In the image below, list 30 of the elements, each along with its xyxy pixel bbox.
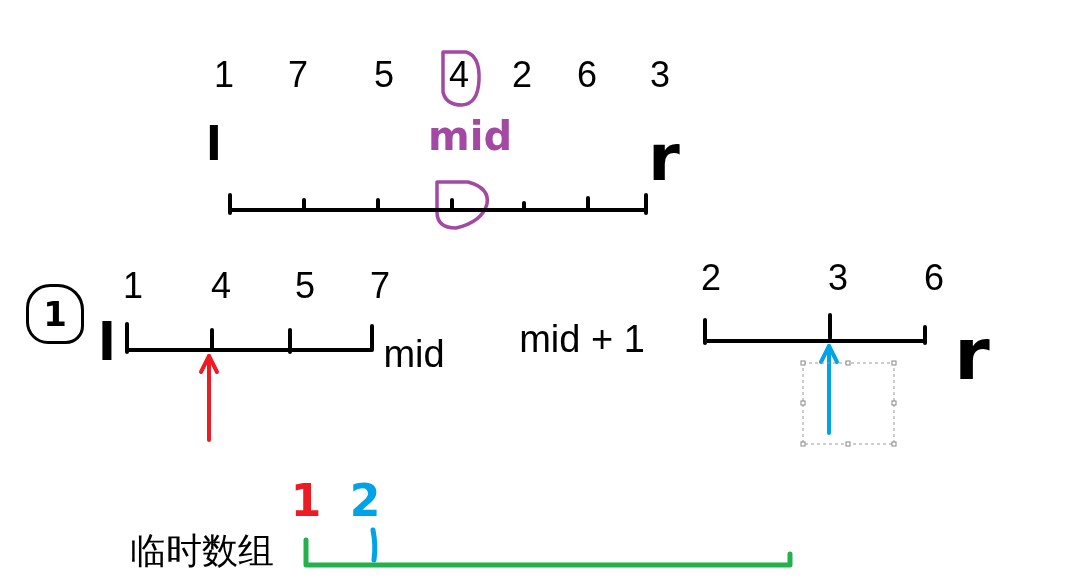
index-number: 1 xyxy=(290,479,322,523)
array-value: 5 xyxy=(374,57,394,93)
array-value: 6 xyxy=(924,260,944,296)
array-value: 2 xyxy=(701,260,721,296)
pointer-label: r xyxy=(648,126,680,190)
array-value: 2 xyxy=(512,57,532,93)
array-value: 1 xyxy=(214,57,234,93)
number-line xyxy=(700,312,930,346)
pointer-label: l xyxy=(206,121,222,167)
array-value: 3 xyxy=(650,57,670,93)
array-value: 7 xyxy=(370,268,390,304)
step-number: 1 xyxy=(43,297,67,331)
pointer-label: r xyxy=(954,318,990,390)
index-number: 2 xyxy=(349,479,381,523)
number-line xyxy=(226,192,650,216)
array-value: 3 xyxy=(828,260,848,296)
array-value: 5 xyxy=(295,268,315,304)
pointer-label: mid xyxy=(428,116,512,156)
array-value: 6 xyxy=(577,57,597,93)
array-caption: 临时数组 xyxy=(130,533,274,569)
array-value: 4 xyxy=(211,268,231,304)
pointer-label: l xyxy=(98,316,116,368)
pointer-arrow xyxy=(199,354,219,442)
array-value: 4 xyxy=(449,57,469,93)
pointer-label: mid xyxy=(383,335,445,373)
array-value: 1 xyxy=(123,268,143,304)
pointer-label: mid + 1 xyxy=(519,320,645,358)
step-number-badge xyxy=(26,284,84,344)
pointer-arrow xyxy=(819,344,839,435)
array-value: 7 xyxy=(288,57,308,93)
